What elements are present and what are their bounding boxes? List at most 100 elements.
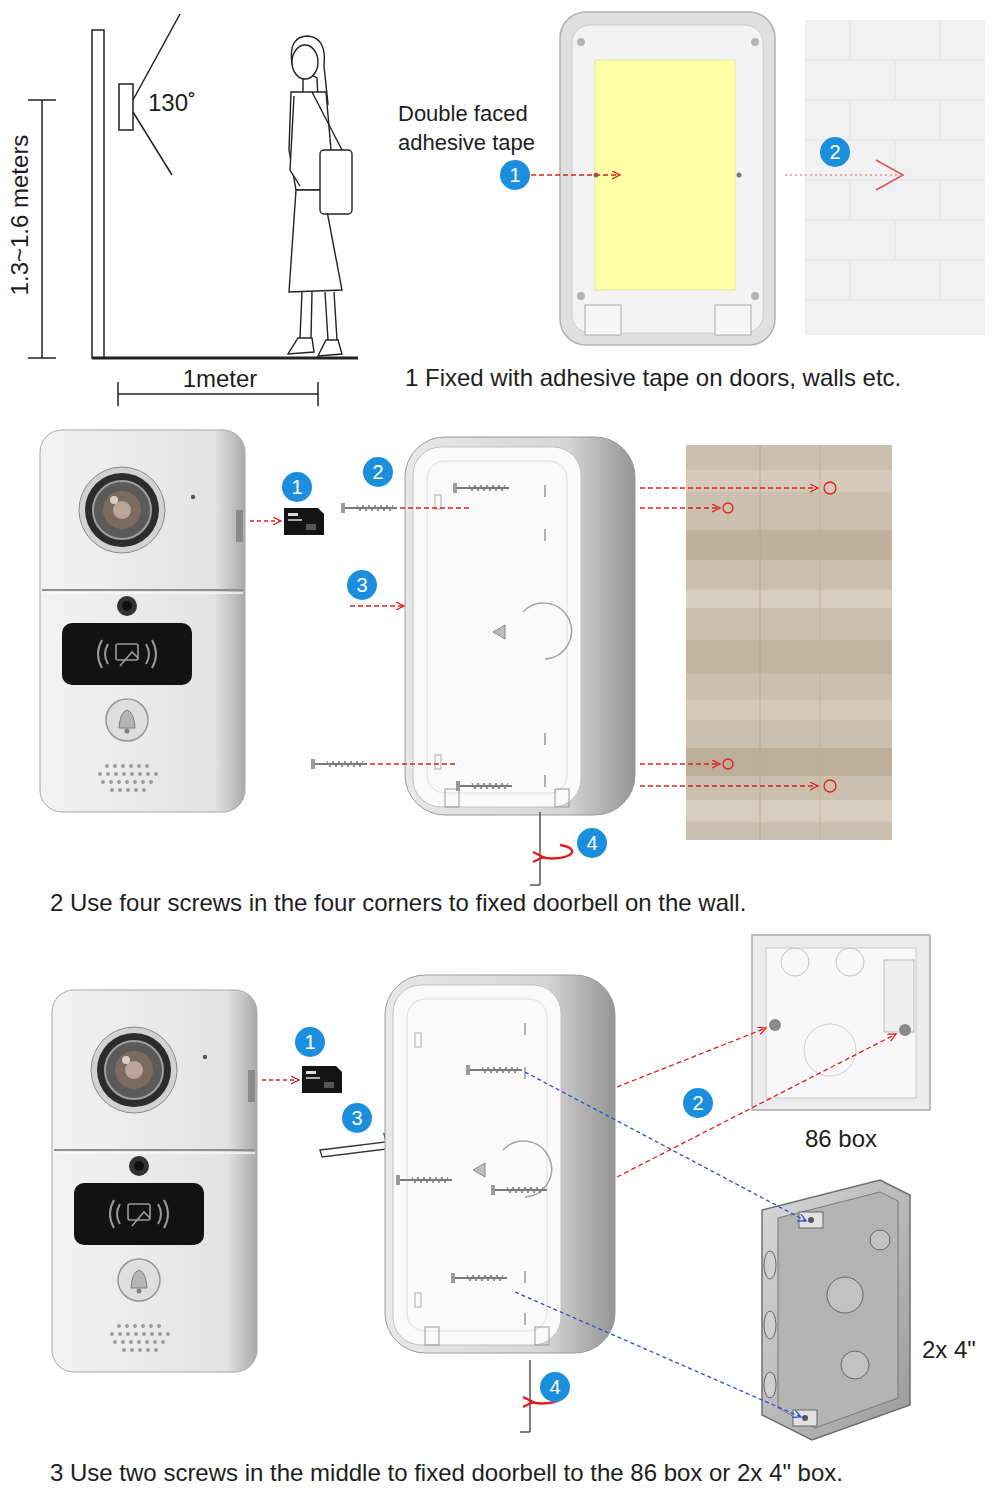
direction-arrow (617, 1034, 896, 1177)
direction-arrow (350, 488, 818, 786)
direction-arrow (640, 507, 720, 508)
back-housing (405, 437, 635, 815)
direction-arrow (525, 1072, 806, 1221)
part-label: Double faced adhesive tape (398, 100, 568, 157)
direction-arrow (262, 1079, 299, 1080)
woman-figure (325, 292, 328, 340)
metal-box-2x4 (762, 1180, 910, 1440)
part-label: 2x 4" (922, 1335, 976, 1365)
direction-arrow (876, 160, 903, 190)
doorbell-front (40, 430, 245, 812)
direction-arrow (350, 605, 404, 606)
callout-number: 4 (577, 828, 607, 858)
wall-hole (723, 759, 733, 769)
callout-number: 1 (282, 472, 312, 502)
metal-box-2x4 (764, 1372, 776, 1398)
wall-hole (824, 780, 836, 792)
callout-text: 1 (304, 1032, 315, 1052)
direction-arrow (640, 785, 818, 786)
direction-arrow (785, 174, 898, 175)
mounting-height-figure (133, 112, 172, 175)
brick-wall (686, 530, 892, 560)
dimension-label: 1meter (183, 364, 258, 394)
junction-box-86 (804, 1024, 856, 1076)
screws (491, 1185, 547, 1195)
callout-text: 4 (549, 1377, 560, 1397)
brick-wall (760, 445, 761, 840)
direction-arrow (250, 520, 281, 521)
screws (311, 759, 367, 769)
wall-panel (850, 180, 851, 220)
callout-text: 2 (692, 1093, 703, 1113)
wall-panel (850, 100, 851, 140)
sd-card (302, 1066, 342, 1093)
mounting-height-figure (118, 393, 318, 395)
metal-box-2x4 (808, 1217, 814, 1223)
metal-box-2x4 (764, 1311, 776, 1339)
brick-wall (686, 470, 892, 492)
step-caption: 3 Use two screws in the middle to fixed … (50, 1458, 843, 1488)
brick-wall (686, 700, 892, 720)
wall-hole (723, 503, 733, 513)
screwdriver-rotation (539, 812, 541, 885)
screws (311, 483, 512, 791)
wall-panel (940, 100, 941, 140)
direction-arrow (617, 1028, 766, 1087)
adhesive-plate (715, 305, 751, 335)
metal-box-2x4 (802, 1415, 808, 1421)
brick-wall (686, 640, 892, 674)
screwdriver-rotation (530, 884, 540, 886)
brick-wall (686, 590, 892, 608)
metal-box-2x4 (793, 1410, 817, 1426)
mounting-height-figure (317, 382, 319, 406)
wall-panel (805, 300, 985, 301)
brick-wall (686, 445, 892, 840)
wall-panel (850, 20, 851, 60)
back-housing (385, 975, 615, 1353)
callout-number: 3 (342, 1103, 372, 1133)
direction-arrow (370, 763, 455, 764)
callout-number: 2 (363, 457, 393, 487)
screws (396, 1065, 547, 1283)
screws (466, 1065, 522, 1075)
adhesive-plate (737, 173, 742, 178)
woman-figure (318, 340, 342, 356)
mounting-height-figure (41, 100, 43, 358)
woman-figure (288, 338, 314, 354)
junction-box-86 (899, 1024, 911, 1036)
wall-panel (895, 220, 896, 260)
junction-box-86 (884, 960, 914, 1032)
direction-arrow (640, 487, 818, 488)
adhesive-plate (560, 12, 775, 345)
wall-panel (895, 140, 896, 180)
woman-figure (292, 45, 318, 79)
wall-hole (824, 482, 836, 494)
wall-panel (940, 260, 941, 300)
step-caption: 1 Fixed with adhesive tape on doors, wal… (405, 363, 901, 393)
wall-hole (723, 482, 836, 792)
metal-box-2x4 (762, 1180, 910, 1440)
brick-wall (686, 800, 892, 822)
callout-text: 1 (291, 477, 302, 497)
callout-text: 4 (586, 833, 597, 853)
wall-panel (895, 60, 896, 100)
doorbell-front (52, 990, 257, 1372)
part-label: 86 box (805, 1124, 877, 1154)
brick-wall (686, 748, 892, 776)
adhesive-plate (560, 12, 775, 345)
mounting-height-figure (92, 357, 358, 360)
direction-arrow (400, 507, 470, 508)
mounting-height-figure (119, 84, 133, 130)
angle-label: 130˚ (148, 88, 196, 118)
adhesive-plate (577, 292, 585, 300)
callout-text: 3 (356, 575, 367, 595)
wall-panel (805, 20, 985, 300)
dimension-label: 1.3~1.6 meters (5, 135, 35, 296)
mounting-height-figure (28, 357, 56, 359)
callout-number: 2 (820, 137, 850, 167)
sd-card (284, 508, 324, 535)
metal-box-2x4 (870, 1230, 890, 1250)
